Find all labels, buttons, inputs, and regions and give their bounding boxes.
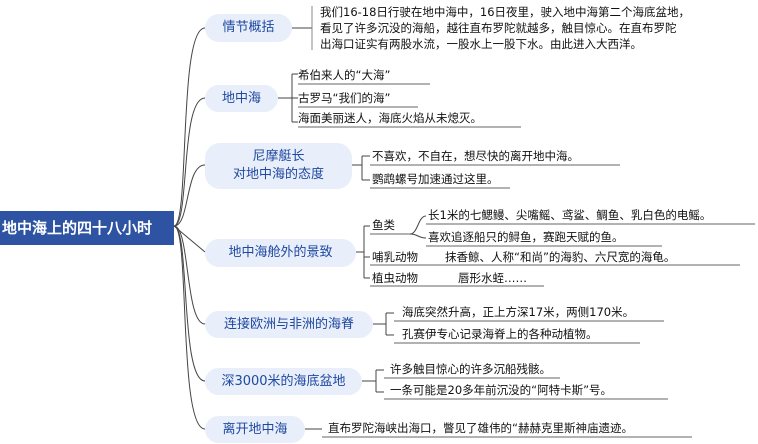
summary-line: 看见了许多沉没的海船，越往直布罗陀就越多，触目惊心。在直布罗陀 bbox=[320, 21, 677, 35]
topic-label: 离开地中海 bbox=[222, 422, 288, 437]
list-item: 古罗马“我们的海” bbox=[298, 91, 391, 105]
list-item: 海面美丽迷人，海底火焰从未熄灭。 bbox=[298, 111, 482, 125]
group-label-zoophytes: 植虫动物 bbox=[372, 271, 418, 285]
list-item: 一条可能是20多年前沉没的“阿特卡斯”号。 bbox=[390, 383, 613, 397]
topic-3000m-basin[interactable]: 深3000米的海底盆地 bbox=[205, 368, 362, 395]
list-item: 抹香鲸、人称“和尚”的海豹、六尺宽的海龟。 bbox=[445, 250, 676, 264]
topic-underwater-scenery[interactable]: 地中海舱外的景致 bbox=[205, 239, 356, 267]
root-topic[interactable]: 地中海上的四十八小时 bbox=[0, 211, 174, 245]
topic-mediterranean[interactable]: 地中海 bbox=[205, 85, 278, 112]
group-label-mammals: 哺乳动物 bbox=[372, 250, 418, 264]
topic-label: 连接欧洲与非洲的海脊 bbox=[223, 317, 354, 332]
topic-label: 对地中海的态度 bbox=[232, 167, 324, 182]
topic-label: 尼摩艇长 bbox=[252, 149, 305, 164]
topic-label: 地中海舱外的景致 bbox=[228, 245, 333, 260]
group-label-fish: 鱼类 bbox=[372, 218, 395, 232]
topic-leaving-mediterranean[interactable]: 离开地中海 bbox=[205, 416, 305, 443]
topic-plot-summary[interactable]: 情节概括 bbox=[205, 14, 292, 42]
topic-label: 深3000米的海底盆地 bbox=[221, 374, 346, 389]
list-item: 许多触目惊心的许多沉船残骸。 bbox=[390, 362, 551, 376]
list-item: 海底突然升高，正上方深17米，两侧170米。 bbox=[402, 305, 635, 319]
topic-label: 地中海 bbox=[221, 91, 261, 106]
list-item: 希伯来人的“大海” bbox=[298, 68, 391, 82]
list-item: 不喜欢，不自在，想尽快的离开地中海。 bbox=[372, 149, 579, 163]
list-item: 孔赛伊专心记录海脊上的各种动植物。 bbox=[402, 327, 598, 341]
list-item: 喜欢追逐船只的鲟鱼，赛跑天赋的鱼。 bbox=[428, 230, 624, 244]
list-item: 直布罗陀海峡出海口，瞥见了雄伟的“赫赫克里斯神庙遗迹。 bbox=[328, 421, 633, 435]
topic-label: 情节概括 bbox=[222, 20, 275, 35]
list-item: 唇形水蛭…… bbox=[458, 271, 527, 285]
summary-line: 出海口证实有两股水流，一股水上一股下水。由此进入大西洋。 bbox=[320, 37, 642, 51]
list-item: 鹦鹉螺号加速通过这里。 bbox=[372, 172, 499, 186]
list-item: 长1米的七鳃鳗、尖嘴鳐、鸢鲨、鲷鱼、乳白色的电鳐。 bbox=[428, 208, 712, 222]
topic-captain-nemo-attitude[interactable]: 尼摩艇长 对地中海的态度 bbox=[205, 143, 352, 189]
topic-ridge-europe-africa[interactable]: 连接欧洲与非洲的海脊 bbox=[205, 311, 373, 338]
plot-summary-text: 我们16-18日行驶在地中海中，16日夜里，驶入地中海第二个海底盆地， 看见了许… bbox=[320, 4, 690, 52]
summary-line: 我们16-18日行驶在地中海中，16日夜里，驶入地中海第二个海底盆地， bbox=[320, 5, 691, 19]
